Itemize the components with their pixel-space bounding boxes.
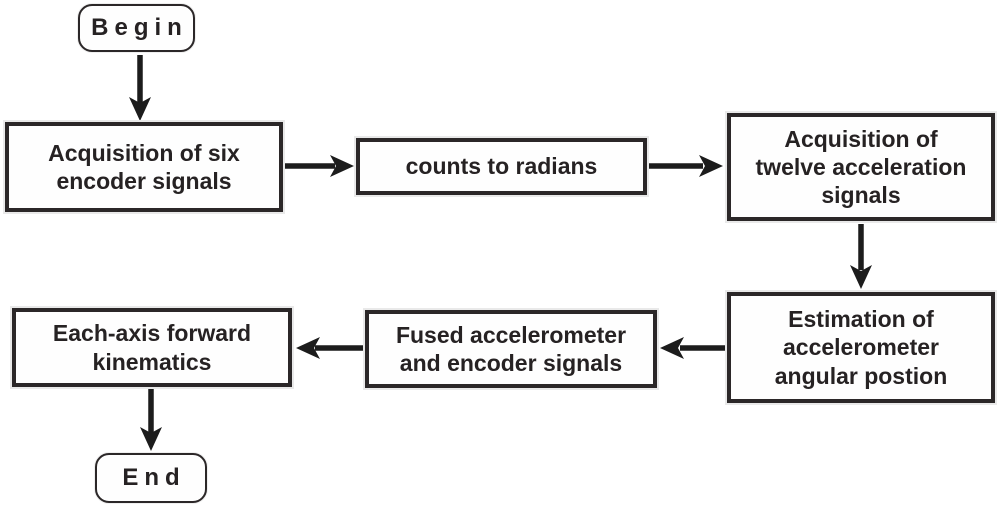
node-estimate-position: Estimation of accelerometer angular post… (727, 292, 995, 403)
arrow-begin-to-acquire-encoders (129, 55, 151, 121)
node-fused-signals-label: Fused accelerometer and encoder signals (395, 321, 627, 376)
node-counts-to-radians-label: counts to radians (405, 153, 598, 180)
node-begin-label: Begin (91, 14, 188, 41)
node-end-label: End (122, 464, 186, 491)
node-acquire-encoders: Acquisition of six encoder signals (5, 122, 283, 212)
node-fused-signals: Fused accelerometer and encoder signals (365, 310, 657, 388)
arrow-counts-to-acquire-accelerations (649, 155, 723, 177)
arrow-acquire-encoders-to-counts (285, 155, 354, 177)
arrow-kinematics-to-end (140, 389, 162, 451)
arrow-estimate-to-fused (660, 337, 725, 359)
node-forward-kinematics-label: Each-axis forward kinematics (52, 320, 252, 375)
node-begin: Begin (78, 4, 195, 52)
node-forward-kinematics: Each-axis forward kinematics (12, 308, 292, 387)
arrow-acquire-accelerations-to-estimate (850, 224, 872, 289)
arrow-fused-to-kinematics (296, 337, 363, 359)
node-acquire-accelerations: Acquisition of twelve acceleration signa… (727, 113, 995, 221)
node-end: End (95, 453, 207, 503)
node-acquire-accelerations-label: Acquisition of twelve acceleration signa… (755, 125, 967, 209)
node-counts-to-radians: counts to radians (356, 138, 647, 195)
node-acquire-encoders-label: Acquisition of six encoder signals (48, 139, 240, 194)
node-estimate-position-label: Estimation of accelerometer angular post… (774, 306, 948, 389)
